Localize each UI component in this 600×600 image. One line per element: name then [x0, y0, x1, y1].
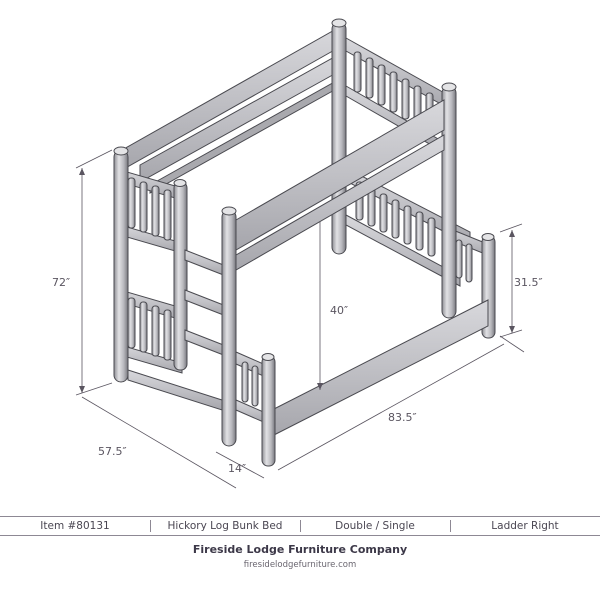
dimension-overall-height: 72″: [52, 276, 71, 289]
bunk-bed-drawing: [75, 18, 525, 489]
bed-frame: [113, 18, 496, 467]
dimension-lines: [75, 149, 525, 489]
company-url: firesidelodgefurniture.com: [243, 560, 357, 570]
spec-product-name: Hickory Log Bunk Bed: [150, 517, 300, 535]
dimension-ladder-offset: 14″: [228, 462, 247, 475]
spec-bar: Item #80131 Hickory Log Bunk Bed Double …: [0, 516, 600, 536]
spec-item-number: Item #80131: [40, 520, 110, 532]
dimension-bunk-clearance: 40″: [330, 304, 349, 317]
dimension-length: 83.5″: [388, 411, 417, 424]
dimension-width: 57.5″: [98, 445, 127, 458]
company-name: Fireside Lodge Furniture Company: [192, 543, 408, 556]
dimension-arrows: [79, 168, 515, 393]
spec-size: Double / Single: [300, 517, 450, 535]
spec-ladder-side: Ladder Right: [450, 517, 600, 535]
dimension-footboard-height: 31.5″: [514, 276, 543, 289]
